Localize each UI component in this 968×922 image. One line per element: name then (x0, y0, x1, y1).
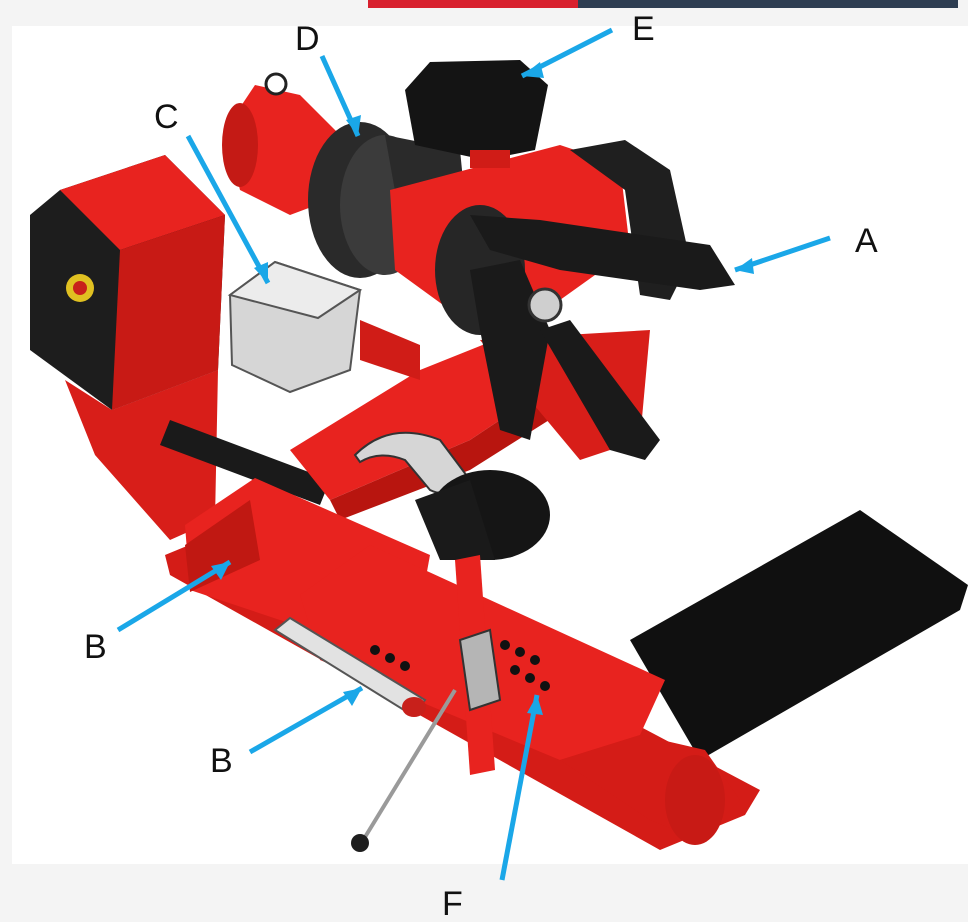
header-bar-right (578, 0, 958, 8)
chuck-center-hub (527, 287, 563, 323)
hydraulic-hose (160, 420, 330, 505)
control-head (405, 60, 548, 160)
control-box-top (60, 155, 225, 250)
callout-label-a: A (855, 222, 878, 260)
callout-label-b1: B (84, 628, 107, 666)
callout-label-b2: B (210, 742, 233, 780)
pointer-line-c (185, 134, 271, 285)
pointer-line-f (499, 694, 540, 881)
control-lever-rod (360, 688, 457, 844)
guide-bar (273, 616, 427, 717)
pointer-head-b1 (211, 562, 230, 580)
pointer-head-c (254, 262, 268, 283)
control-lever-knob (351, 834, 369, 852)
pointer-head-d (346, 115, 361, 136)
machine-column (65, 370, 218, 540)
callout-label-e: E (632, 10, 655, 48)
pointer-line-b1 (116, 559, 232, 633)
pointer-head-a (735, 258, 754, 274)
pointer-head-f (527, 695, 543, 715)
bead-breaker-cylinder-end (185, 500, 260, 592)
callout-label-d: D (295, 20, 320, 58)
pointer-head-e (522, 62, 544, 78)
clamp-arm-upper (470, 215, 735, 290)
tail-cylinder-end (665, 755, 725, 845)
pointer-line-b2 (248, 685, 364, 755)
callout-label-c: C (154, 98, 179, 136)
tyre-changer-machine (30, 60, 968, 852)
bead-breaker-bracket (415, 480, 495, 560)
control-head-mount (470, 150, 510, 168)
header-bar-left (368, 0, 578, 8)
callout-label-f: F (442, 885, 463, 922)
main-switch-center (73, 281, 87, 295)
control-box-side (112, 215, 225, 410)
arm-bracket (360, 320, 420, 380)
pointer-head-b2 (343, 688, 362, 706)
clamp-arm-lower-right (540, 320, 660, 460)
lever-linkage (458, 628, 502, 712)
pressure-gauge (264, 72, 288, 96)
black-side-platform (630, 510, 968, 760)
guide-bar-end (402, 697, 426, 717)
callout-pointers (116, 27, 831, 881)
motor-end-cap (222, 103, 258, 187)
control-panel-screws (370, 640, 550, 691)
